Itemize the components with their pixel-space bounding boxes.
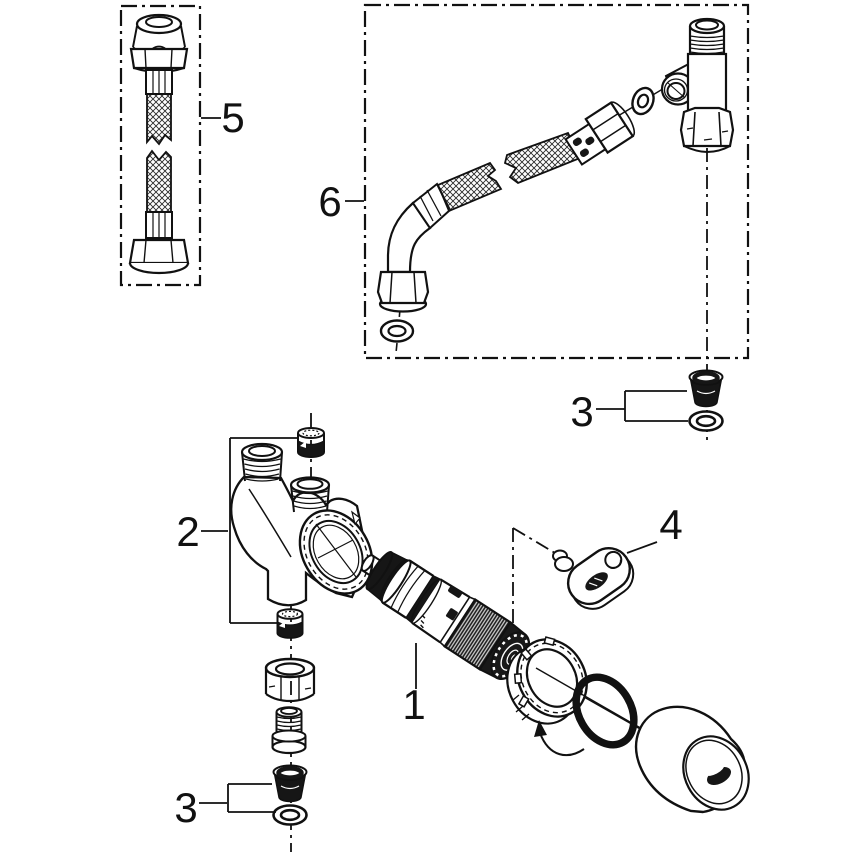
part-1-cartridge <box>360 551 531 680</box>
tee-body <box>686 52 728 116</box>
hose5-top-hex <box>129 47 189 70</box>
callout-3-bottom: 3 <box>174 783 276 831</box>
tee-fitting <box>660 17 735 154</box>
hose6-end-nut <box>376 270 430 305</box>
part-6-assembly <box>376 17 735 343</box>
tee-nut <box>679 106 735 148</box>
valve-port-right <box>289 476 331 513</box>
retaining-ring <box>506 636 588 725</box>
callout-5-label: 5 <box>221 94 244 141</box>
bottom-connector-stack <box>264 657 316 826</box>
callout-6: 6 <box>318 178 364 225</box>
hose6-braid-lower <box>436 161 503 213</box>
key-grip <box>585 572 608 591</box>
dashed-box-5 <box>119 4 202 287</box>
callout-2: 2 <box>176 437 297 624</box>
hose5-bottom-hex <box>128 238 190 265</box>
callout-6-label: 6 <box>318 178 341 225</box>
valve-port-left <box>240 442 284 482</box>
hose5-top-nut-hole <box>145 16 173 28</box>
o-ring <box>572 673 638 749</box>
callout-2-label: 2 <box>176 508 199 555</box>
dashed-box-6 <box>363 3 750 360</box>
top-plug <box>297 427 325 458</box>
callout-5: 5 <box>201 94 245 141</box>
hex-nut <box>264 657 316 703</box>
filter-bottom <box>272 764 308 803</box>
callout-1-label: 1 <box>402 681 425 728</box>
cap-logo-mark <box>705 764 732 786</box>
part-3-right-filter-seal <box>688 369 724 432</box>
rotation-arrow <box>534 720 585 757</box>
part-4-key <box>552 546 635 610</box>
part-5-flexible-hose <box>128 13 190 275</box>
callout-1: 1 <box>402 643 426 728</box>
axis-key <box>512 527 561 656</box>
part-2-valve-housing <box>230 427 374 639</box>
callouts: 5 6 3 2 4 1 3 <box>174 94 688 831</box>
hose5-braid-upper <box>146 93 172 146</box>
callout-3-right-label: 3 <box>570 388 593 435</box>
hose6-nut <box>584 101 635 155</box>
bottom-plug <box>276 608 304 639</box>
end-cap <box>635 705 750 814</box>
seal-washer-bottom <box>272 804 308 826</box>
threaded-nipple <box>271 706 307 755</box>
callout-3-right: 3 <box>570 388 688 435</box>
callout-4-label: 4 <box>659 501 682 548</box>
axis-hose6-washer-b <box>395 342 398 354</box>
hose5-braid-lower <box>146 149 172 213</box>
callout-4: 4 <box>626 501 683 554</box>
callout-3-bottom-label: 3 <box>174 784 197 831</box>
